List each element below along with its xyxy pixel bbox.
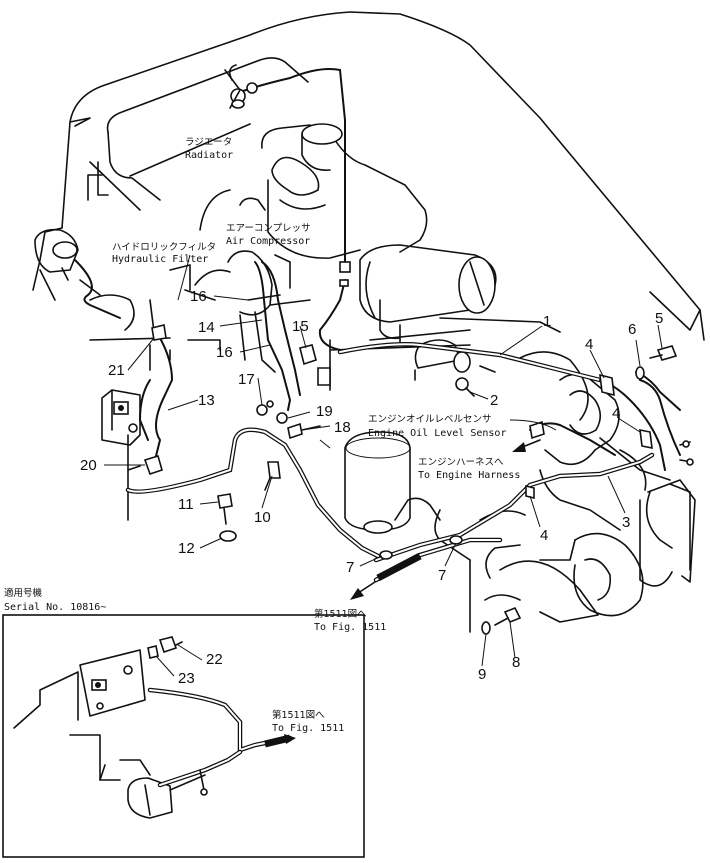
part-number: 16 xyxy=(216,344,233,361)
part-number: 17 xyxy=(238,371,255,388)
part-number: 15 xyxy=(292,318,309,335)
oil-level-sensor xyxy=(344,431,411,534)
serial-label-jp: 適用号機 xyxy=(4,587,43,599)
part-number: 20 xyxy=(80,457,97,474)
radiator-label-en: Radiator xyxy=(185,150,233,161)
part-number: 6 xyxy=(628,321,636,338)
part-number: 4 xyxy=(612,405,620,422)
serial-label-en: Serial No. 10816~ xyxy=(4,602,106,613)
part-number: 7 xyxy=(438,567,446,584)
part-number: 11 xyxy=(178,496,194,513)
fig-label-jp: 第1511図へ xyxy=(314,608,367,620)
part-number: 12 xyxy=(178,540,195,557)
part-number: 4 xyxy=(540,527,548,544)
switch-box xyxy=(101,389,141,521)
inset-panel: 適用号機 Serial No. 10816~ 第1511図へ To Fig. 1… xyxy=(2,587,365,858)
engine-lower xyxy=(394,373,696,633)
radiator-label-jp: ラジエータ xyxy=(185,137,232,148)
oil-sensor-label-jp: エンジンオイルレベルセンサ xyxy=(368,414,492,425)
oil-sensor-label-en: Engine Oil Level Sensor xyxy=(368,428,506,439)
air-compressor-label-jp: エアーコンプレッサ xyxy=(226,223,311,234)
part-number: 23 xyxy=(178,670,195,687)
harness-label-jp: エンジンハーネスへ xyxy=(418,457,504,468)
air-compressor xyxy=(194,250,311,373)
machine-body xyxy=(32,11,705,341)
part-number: 9 xyxy=(478,666,486,683)
radiator xyxy=(87,57,309,211)
leader-lines xyxy=(104,254,663,667)
hydraulic-filter-label-jp: ハイドロリックフィルタ xyxy=(112,242,216,253)
part-number: 13 xyxy=(198,392,215,409)
part-number: 18 xyxy=(334,419,351,436)
part-number: 2 xyxy=(490,392,498,409)
part-number: 21 xyxy=(108,362,125,379)
hydraulic-filter xyxy=(34,228,216,341)
bracket-lines xyxy=(89,324,471,391)
arrows xyxy=(350,439,541,600)
part-number: 19 xyxy=(316,403,333,420)
wiring xyxy=(125,64,694,635)
harness-label-en: To Engine Harness xyxy=(418,470,520,481)
part-number: 1 xyxy=(543,313,551,330)
callout-labels: ラジエータ Radiator エアーコンプレッサ Air Compressor … xyxy=(112,137,520,633)
part-number: 4 xyxy=(585,336,593,353)
part-number: 16 xyxy=(190,288,207,305)
part-numbers: 1 2 3 4 4 4 5 6 7 7 8 9 10 11 12 13 14 1… xyxy=(80,288,663,687)
inset-fig-label-jp: 第1511図へ xyxy=(272,709,325,721)
part-number: 5 xyxy=(655,310,663,327)
part-number: 7 xyxy=(346,559,354,576)
air-compressor-label-en: Air Compressor xyxy=(226,236,310,247)
hydraulic-filter-label-en: Hydraulic Filter xyxy=(112,254,208,265)
part-number: 22 xyxy=(206,651,223,668)
fig-label-en: To Fig. 1511 xyxy=(314,622,386,633)
part-number: 8 xyxy=(512,654,520,671)
part-number: 10 xyxy=(254,509,271,526)
part-number: 14 xyxy=(198,319,215,336)
part-number: 3 xyxy=(622,514,630,531)
inset-fig-label-en: To Fig. 1511 xyxy=(272,723,344,734)
engine-block xyxy=(199,123,589,421)
